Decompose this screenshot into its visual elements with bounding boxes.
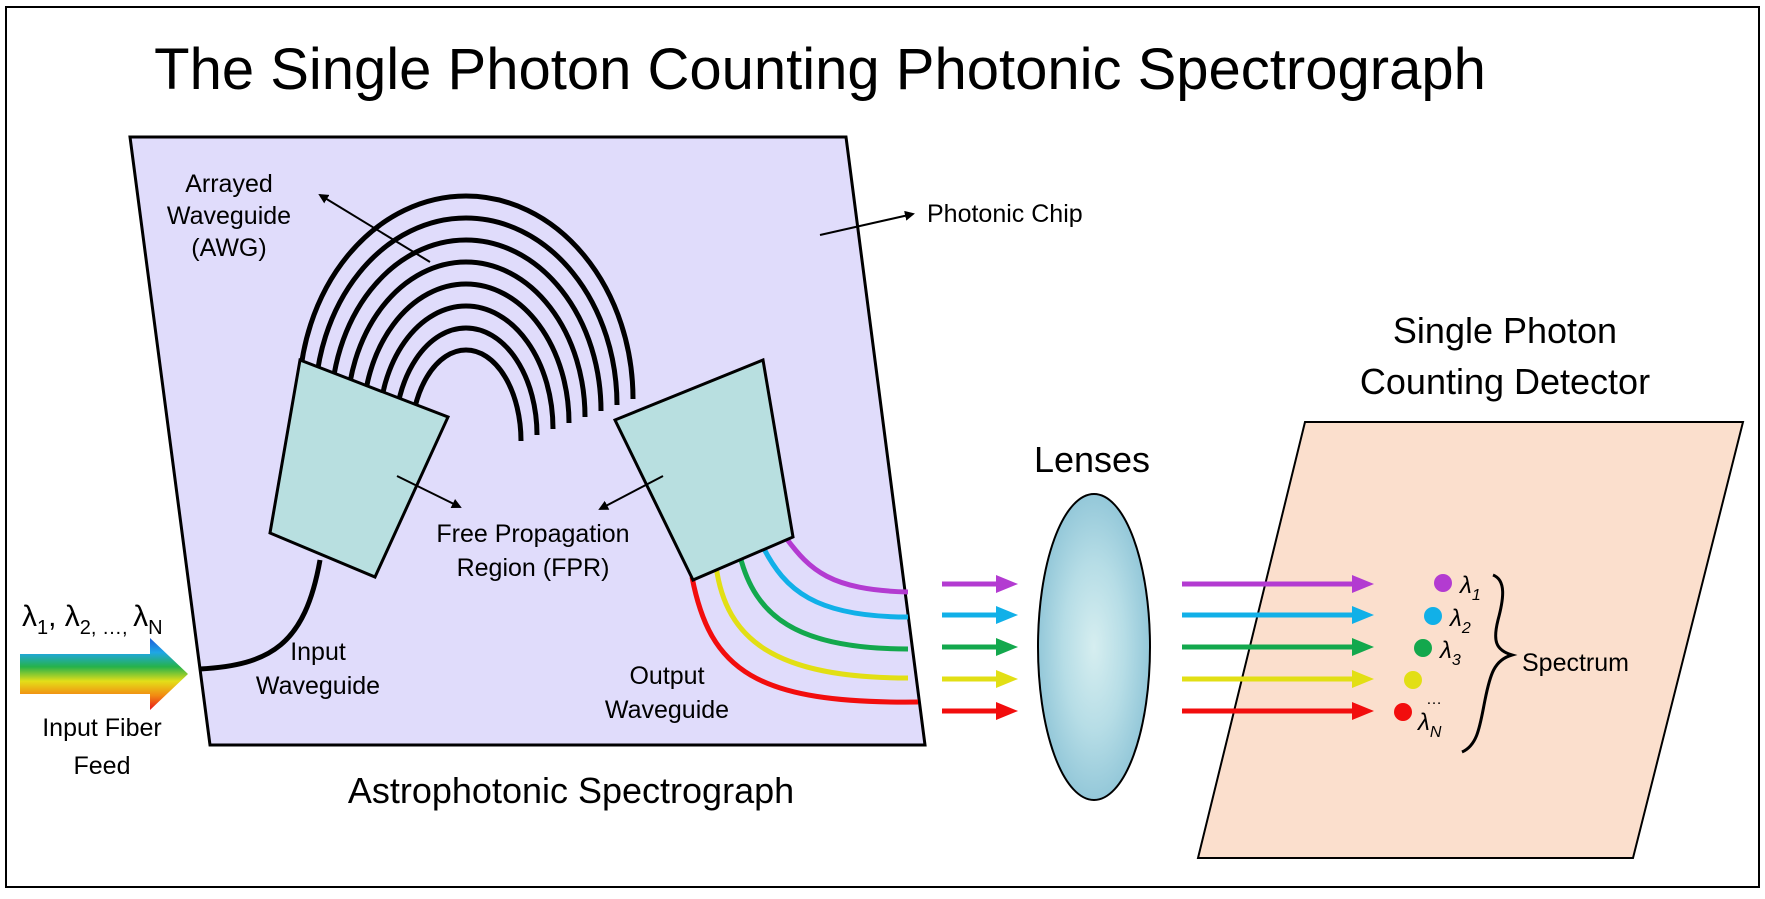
awg-label-line3: (AWG) [191,234,266,262]
input-fiber-label-line1: Input Fiber [42,714,162,742]
fpr-label-line2: Region (FPR) [457,554,610,582]
output-waveguide-label-line1: Output [629,662,704,690]
input-fiber-label-line2: Feed [74,752,131,780]
spot-2 [1424,607,1442,625]
fpr-label-line1: Free Propagation [436,520,629,548]
lenses-label: Lenses [1034,439,1150,480]
output-waveguide-label-line2: Waveguide [605,696,729,724]
output-waveguide-3 [737,555,909,652]
spot-5-label: λN [1416,709,1442,741]
spectrum-brace [1461,573,1518,754]
awg-arc [360,281,572,424]
spectrum-label: Spectrum [1522,649,1629,677]
awg-arc [296,193,636,400]
input-waveguide [199,559,323,672]
input-waveguide-label-line1: Input [290,638,346,666]
photonic-chip [128,135,927,747]
awg-arc [328,237,604,412]
awg-waveguides [296,193,636,442]
awg-arc [312,215,620,406]
awg-label-line1: Arrayed [185,170,273,198]
spot-1-label: λ1 [1458,572,1481,604]
detector-label-line2: Counting Detector [1360,361,1650,402]
spectrum-spots: λ1 λ2 λ3 … λN [1394,572,1481,741]
awg-arc [344,259,588,418]
chip-pointer-arrow [819,210,915,236]
output-waveguide-2 [760,545,909,620]
awg-label-line2: Waveguide [167,202,291,230]
fpr-right-arrow [598,475,664,510]
fpr-right [612,357,795,582]
awg-arc [408,347,524,442]
post-lens-arrows [1182,575,1374,720]
output-waveguide-4 [713,565,909,681]
lens [1037,493,1151,801]
fpr-left-arrow [396,475,462,508]
photonic-chip-label: Photonic Chip [927,200,1083,228]
post-lens-arrowhead-2 [1352,606,1374,624]
astrophotonic-spectrograph-label: Astrophotonic Spectrograph [348,770,794,811]
output-waveguide-1 [784,536,909,595]
awg-arc [392,325,540,436]
input-waveguide-label-line2: Waveguide [256,672,380,700]
spot-4 [1404,671,1422,689]
pre-lens-arrows [942,575,1018,720]
awg-pointer-arrow [318,193,431,263]
fpr-left [268,357,451,579]
post-lens-arrowhead-4 [1352,670,1374,688]
pre-lens-arrowhead-1 [996,575,1018,593]
pre-lens-arrowhead-2 [996,606,1018,624]
post-lens-arrowhead-3 [1352,638,1374,656]
awg-arc [376,303,556,430]
spot-3 [1414,639,1432,657]
pre-lens-arrowhead-4 [996,670,1018,688]
spot-2-label: λ2 [1448,605,1471,637]
input-fiber-arrow [20,638,188,710]
pre-lens-arrowhead-3 [996,638,1018,656]
output-waveguides [689,536,919,705]
detector-label-line1: Single Photon [1393,310,1617,351]
page-title: The Single Photon Counting Photonic Spec… [154,37,1486,102]
post-lens-arrowhead-1 [1352,575,1374,593]
spot-5 [1394,703,1412,721]
spot-1 [1434,574,1452,592]
spot-4-label: … [1426,691,1442,708]
spot-3-label: λ3 [1438,637,1461,669]
post-lens-arrowhead-5 [1352,702,1374,720]
input-wavelengths-label: λ1, λ2, …, λN [22,600,163,639]
output-waveguide-5 [689,576,919,705]
pre-lens-arrowhead-5 [996,702,1018,720]
